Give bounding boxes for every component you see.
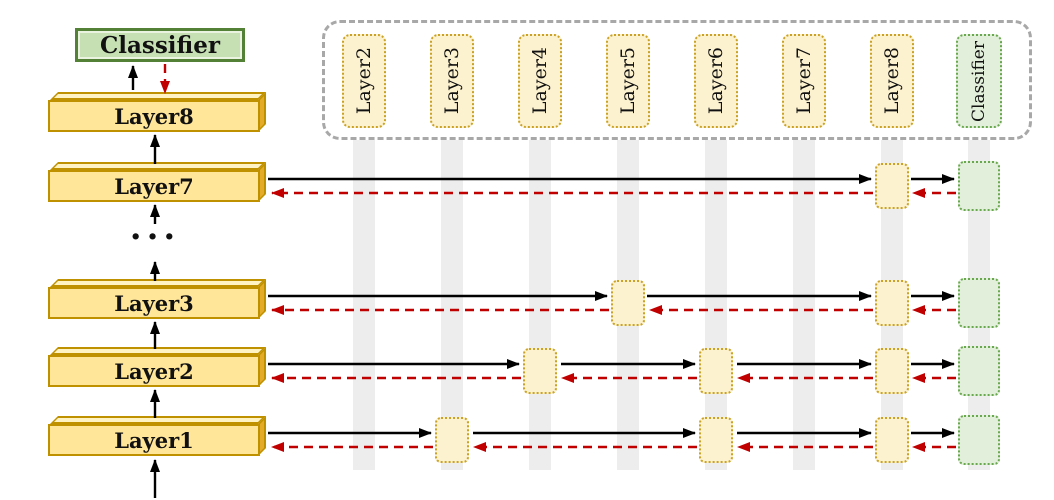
- pool-item-layer8: Layer8: [870, 34, 914, 128]
- stack-layer-label: Layer1: [114, 427, 194, 453]
- pool-item-label: Layer3: [441, 47, 463, 115]
- stack-layer7: Layer7: [48, 170, 260, 202]
- pool-item-label: Layer7: [793, 47, 815, 115]
- pool-item-label: Layer8: [881, 47, 903, 115]
- stack-layer-label: Layer8: [114, 103, 194, 129]
- aux-layer-box: [523, 348, 557, 394]
- aux-classifier-box: [958, 346, 1000, 396]
- aux-layer-box: [875, 348, 909, 394]
- stack-layer2: Layer2: [48, 355, 260, 387]
- pool-item-classifier: Classifier: [956, 34, 1002, 128]
- pool-item-label: Classifier: [969, 40, 989, 122]
- column-stripe-layer2: [353, 140, 375, 470]
- pool-item-label: Layer4: [529, 47, 551, 115]
- stack-layer-label: Layer3: [114, 290, 194, 316]
- stack-layer8: Layer8: [48, 100, 260, 132]
- aux-layer-box: [875, 417, 909, 463]
- stack-layer-label: Layer2: [114, 358, 194, 384]
- aux-classifier-box: [958, 278, 1000, 328]
- aux-classifier-box: [958, 415, 1000, 465]
- pool-item-label: Layer6: [705, 47, 727, 115]
- subsequent-layers-pool: [322, 20, 1032, 140]
- aux-layer-box: [435, 417, 469, 463]
- pool-item-label: Layer2: [353, 47, 375, 115]
- classifier-label: Classifier: [99, 31, 221, 59]
- pool-item-layer4: Layer4: [518, 34, 562, 128]
- classifier-box: Classifier: [75, 28, 245, 62]
- pool-item-layer3: Layer3: [430, 34, 474, 128]
- aux-layer-box: [699, 417, 733, 463]
- stack-layer3: Layer3: [48, 287, 260, 319]
- aux-classifier-box: [958, 161, 1000, 211]
- pool-item-layer7: Layer7: [782, 34, 826, 128]
- ellipsis-dots: ···: [129, 217, 181, 257]
- column-stripe-layer4: [529, 140, 551, 470]
- pool-item-layer2: Layer2: [342, 34, 386, 128]
- aux-layer-box: [611, 280, 645, 326]
- aux-layer-box: [875, 163, 909, 209]
- pool-item-label: Layer5: [617, 47, 639, 115]
- pool-item-layer5: Layer5: [606, 34, 650, 128]
- stack-layer-label: Layer7: [114, 173, 194, 199]
- aux-layer-box: [875, 280, 909, 326]
- column-stripe-layer7: [793, 140, 815, 470]
- aux-layer-box: [699, 348, 733, 394]
- stack-layer1: Layer1: [48, 424, 260, 456]
- pool-item-layer6: Layer6: [694, 34, 738, 128]
- column-stripe-layer3: [441, 140, 463, 470]
